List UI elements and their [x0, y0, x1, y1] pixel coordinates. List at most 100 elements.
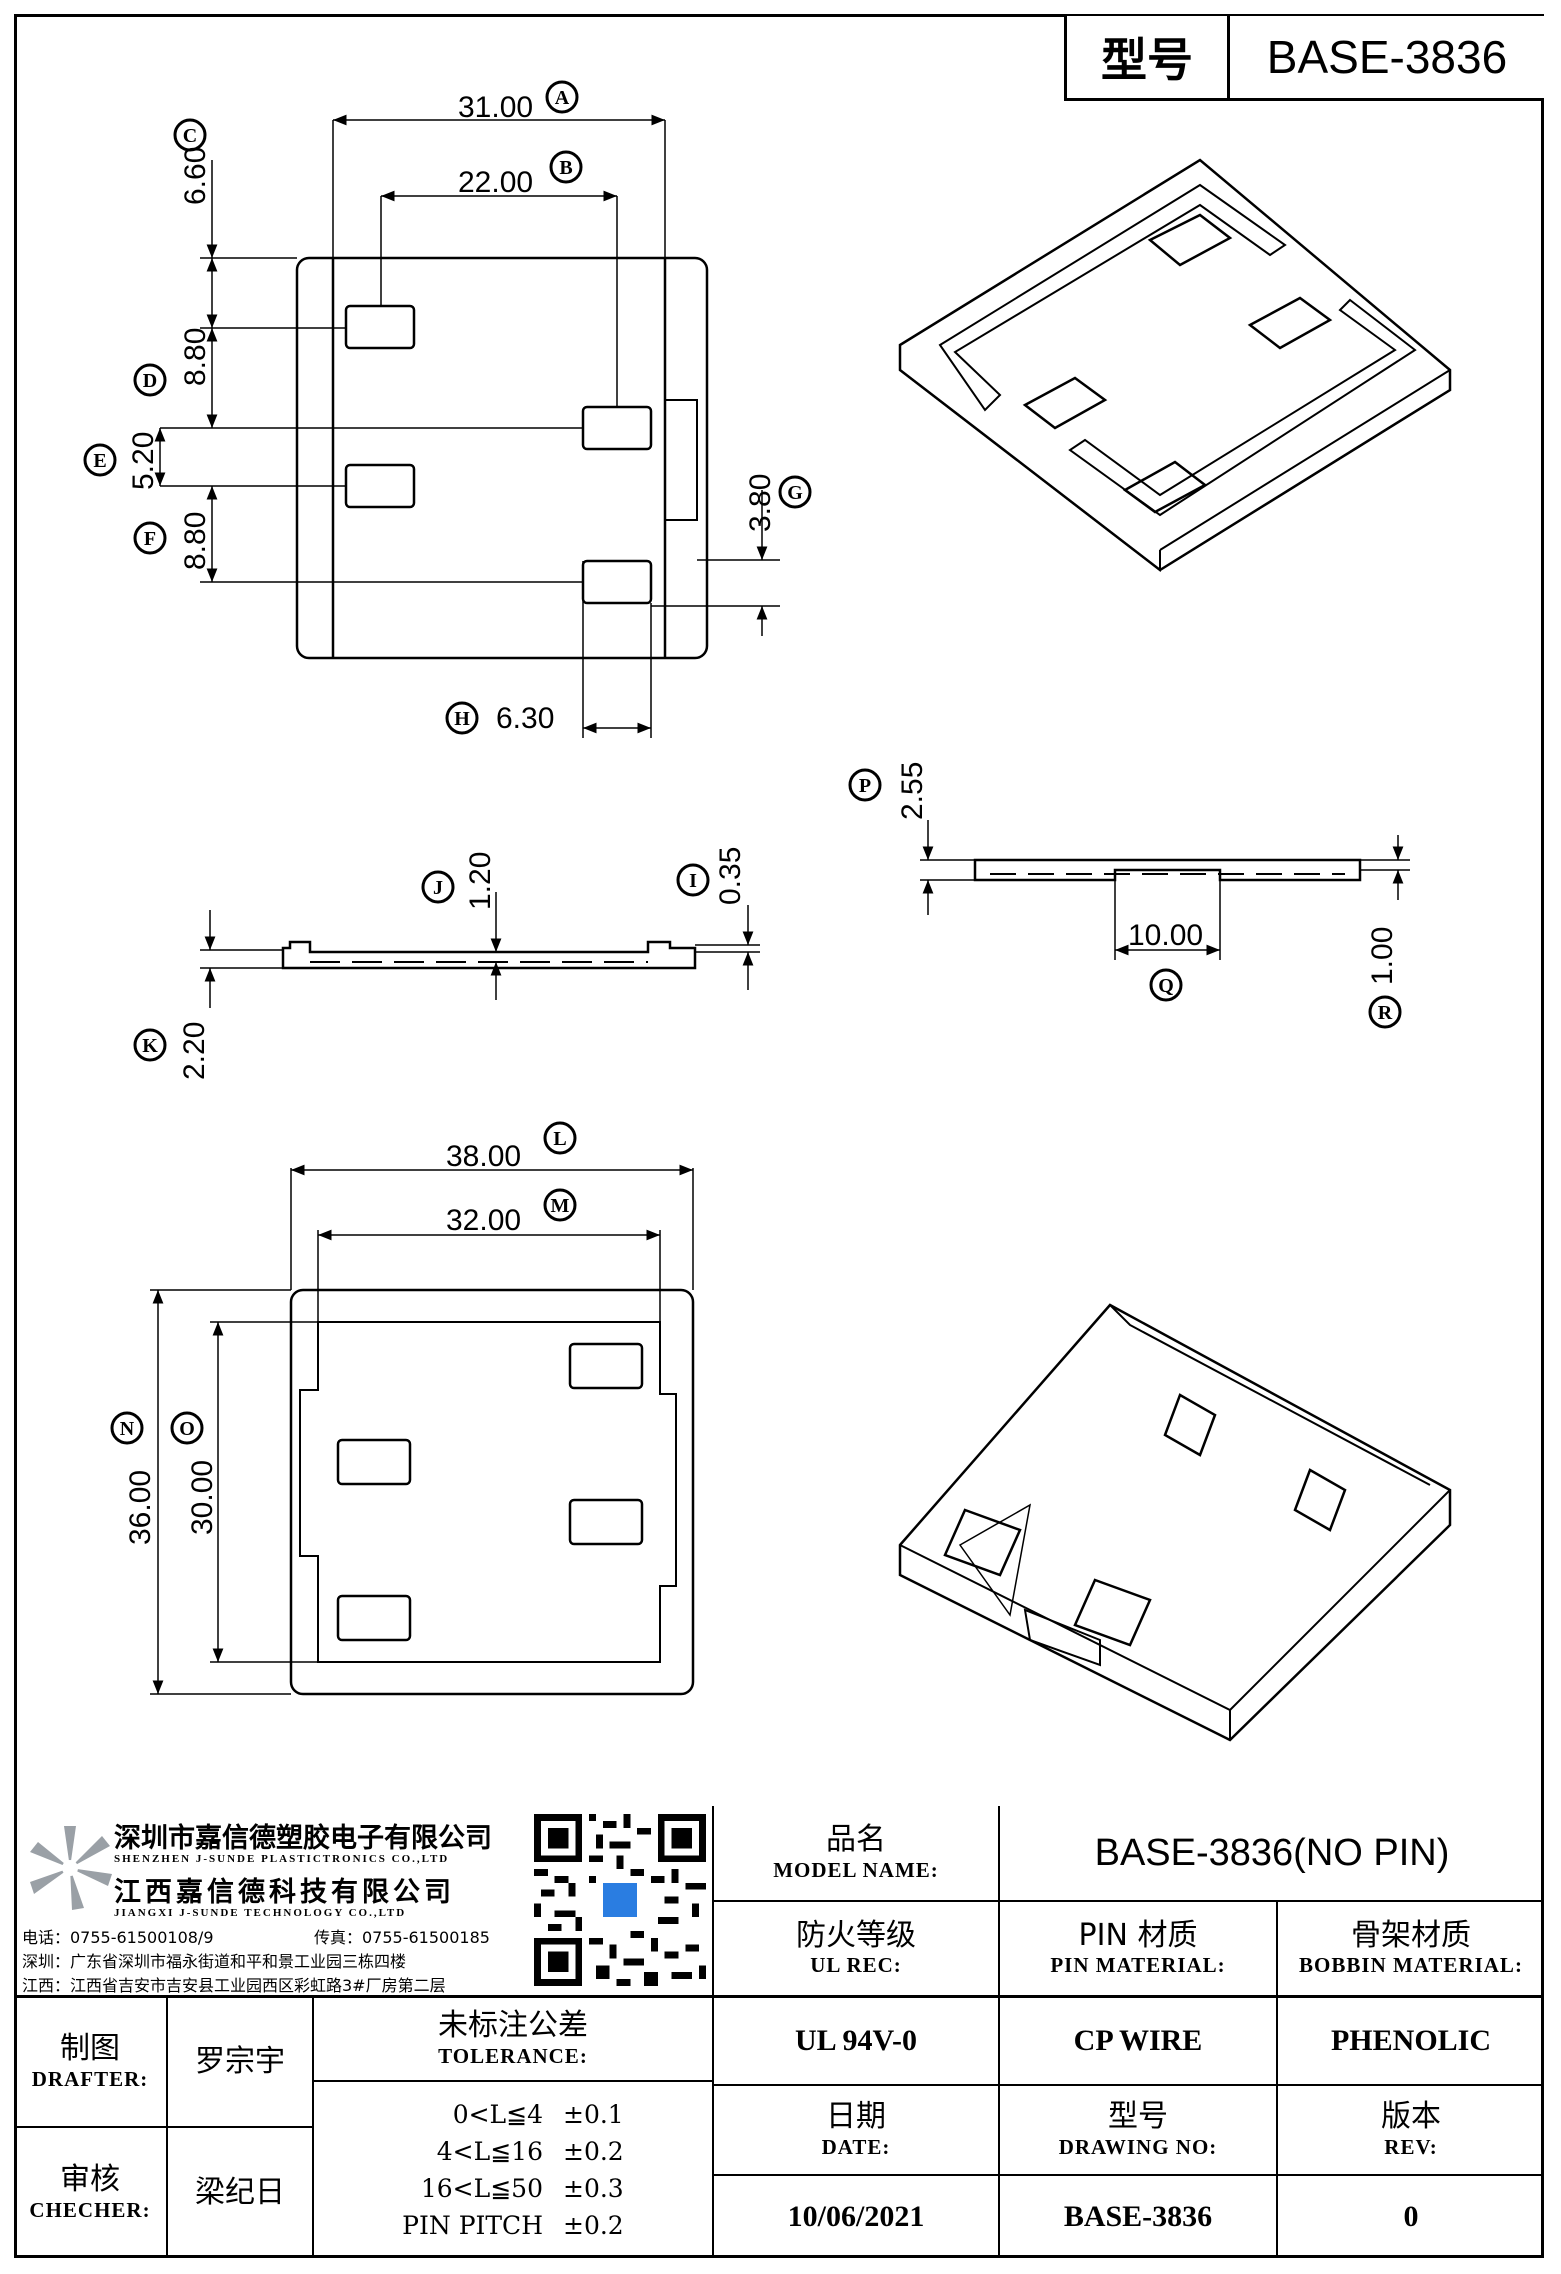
header-model: BASE-3836 [1266, 31, 1508, 83]
svg-text:R: R [1378, 1002, 1393, 1024]
company-logo-icon [30, 1826, 112, 1910]
dim-L-value: 38.00 [446, 1140, 521, 1173]
bottom-view [289, 1288, 695, 1696]
window-slot [344, 304, 416, 350]
pin-material-label: PIN 材质 PIN MATERIAL: [1000, 1902, 1278, 1998]
tolerance-label-en: TOLERANCE: [438, 2043, 588, 2068]
svg-text:E: E [93, 450, 106, 472]
pin-material-value: CP WIRE [1073, 2024, 1203, 2057]
dim-O-value: 30.00 [186, 1460, 219, 1535]
svg-text:K: K [142, 1035, 158, 1057]
end-view-dim-labels: 2.55 10.00 1.00 [896, 762, 1399, 985]
drawing-no-value: BASE-3836 [1063, 2200, 1213, 2233]
iso-view-bottom [898, 1303, 1452, 1742]
drawing-no-label: 型号 DRAWING NO: [1000, 2086, 1278, 2176]
company-info: 深圳市嘉信德塑胶电子有限公司 SHENZHEN J-SUNDE PLASTICT… [14, 1806, 714, 1998]
date-label-en: DATE: [821, 2134, 891, 2159]
svg-text:J: J [433, 877, 443, 899]
drafter-label: 制图 DRAFTER: [14, 1998, 168, 2128]
dim-F-value: 8.80 [179, 512, 212, 570]
bobbin-material-value: PHENOLIC [1330, 2024, 1492, 2057]
side-view-dim-labels: 2.20 1.20 0.35 [178, 847, 747, 1080]
drawing-no-label-en: DRAWING NO: [1058, 2134, 1218, 2159]
dim-J-value: 1.20 [464, 852, 497, 910]
bobbin-material-label: 骨架材质 BOBBIN MATERIAL: [1278, 1902, 1544, 1998]
company-phone: 电话：0755-61500108/9 [22, 1928, 214, 1947]
svg-text:Q: Q [1158, 975, 1174, 997]
rev-label-zh: 版本 [1381, 2099, 1441, 2135]
ref-marker-i: I [676, 863, 710, 897]
tolerance-range: 4<L≦16 [436, 2137, 543, 2166]
tolerance-range: 0<L≦4 [452, 2100, 543, 2129]
tolerance-row: PIN PITCH±0.2 [383, 2207, 643, 2244]
company-address-jiangxi: 江西：江西省吉安市吉安县工业园西区彩虹路3#厂房第二层 [22, 1976, 446, 1995]
dim-P-value: 2.55 [896, 762, 929, 820]
tolerance-row: 4<L≦16±0.2 [383, 2133, 643, 2170]
dim-R-value: 1.00 [1366, 927, 1399, 985]
end-view [973, 858, 1362, 882]
svg-text:C: C [183, 125, 197, 147]
ul-rec-label-en: UL REC: [810, 1953, 902, 1978]
tolerance-range: PIN PITCH [402, 2211, 543, 2240]
svg-text:H: H [454, 708, 470, 730]
tolerance-row: 16<L≦50±0.3 [383, 2170, 643, 2207]
rev-value: 0 [1403, 2200, 1419, 2233]
window-slot [568, 1342, 644, 1390]
ref-marker-q: Q [1149, 968, 1183, 1002]
ref-marker-l: L [543, 1121, 577, 1155]
drawing-no-value-cell: BASE-3836 [1000, 2176, 1278, 2258]
tolerance-value: ±0.1 [563, 2100, 624, 2129]
svg-text:D: D [143, 370, 157, 392]
company-name-jiangxi: 江西嘉信德科技有限公司 [114, 1877, 455, 1908]
drafter-value: 罗宗宇 [195, 2043, 285, 2079]
company-name-jiangxi-en: JIANGXI J-SUNDE TECHNOLOGY CO.,LTD [114, 1907, 407, 1919]
ref-marker-b: B [549, 150, 583, 184]
drawing-no-label-zh: 型号 [1108, 2099, 1168, 2135]
ref-marker-h: H [445, 701, 479, 735]
top-view-dim-labels: 31.00 22.00 6.60 8.80 5.20 8.80 3.80 6.3… [127, 91, 777, 735]
drafter-value-cell: 罗宗宇 [168, 1998, 314, 2128]
checker-value-cell: 梁纪日 [168, 2128, 314, 2258]
ref-marker-a: A [545, 80, 579, 114]
ref-marker-f: F [133, 521, 167, 555]
company-address-shenzhen: 深圳：广东省深圳市福永街道和平和景工业园三栋四楼 [22, 1952, 407, 1971]
window-slot [568, 1498, 644, 1546]
svg-text:F: F [144, 528, 156, 550]
company-name-shenzhen-en: SHENZHEN J-SUNDE PLASTICTRONICS CO.,LTD [114, 1853, 450, 1865]
ref-marker-c: C [173, 118, 207, 152]
checker-value: 梁纪日 [195, 2174, 285, 2210]
title-block: 深圳市嘉信德塑胶电子有限公司 SHENZHEN J-SUNDE PLASTICT… [14, 1806, 1544, 2258]
dim-N-value: 36.00 [124, 1470, 157, 1545]
header-label: 型号 [1067, 16, 1230, 98]
rev-value-cell: 0 [1278, 2176, 1544, 2258]
bottom-view-dims [150, 1164, 694, 1695]
rev-label: 版本 REV: [1278, 2086, 1544, 2176]
date-value-cell: 10/06/2021 [714, 2176, 1000, 2258]
svg-text:A: A [555, 87, 570, 109]
side-view [281, 940, 697, 970]
ref-marker-j: J [421, 870, 455, 904]
checker-label-zh: 审核 [60, 2162, 120, 2198]
drafter-label-en: DRAFTER: [31, 2066, 149, 2091]
ref-marker-p: P [848, 768, 882, 802]
date-label-zh: 日期 [826, 2099, 886, 2135]
end-view-dims [920, 820, 1410, 960]
dim-A-value: 31.00 [458, 91, 533, 124]
window-slot [336, 1594, 412, 1642]
dim-H-value: 6.30 [496, 702, 554, 735]
ref-marker-e: E [83, 443, 117, 477]
ref-marker-n: N [110, 1411, 144, 1445]
company-fax: 传真：0755-61500185 [314, 1928, 490, 1947]
tolerance-label-zh: 未标注公差 [438, 2008, 588, 2044]
tolerance-range: 16<L≦50 [420, 2174, 543, 2203]
model-name-label-zh: 品名 [826, 1822, 886, 1858]
dim-C-value: 6.60 [179, 147, 212, 205]
ul-rec-label-zh: 防火等级 [796, 1917, 916, 1953]
checker-label-en: CHECHER: [29, 2197, 151, 2222]
ul-value: UL 94V-0 [795, 2024, 917, 2057]
ref-marker-k: K [133, 1028, 167, 1062]
bobbin-material-label-zh: 骨架材质 [1351, 1917, 1471, 1953]
pin-material-label-zh: PIN 材质 [1078, 1917, 1198, 1953]
model-name-label: 品名 MODEL NAME: [714, 1806, 1000, 1902]
